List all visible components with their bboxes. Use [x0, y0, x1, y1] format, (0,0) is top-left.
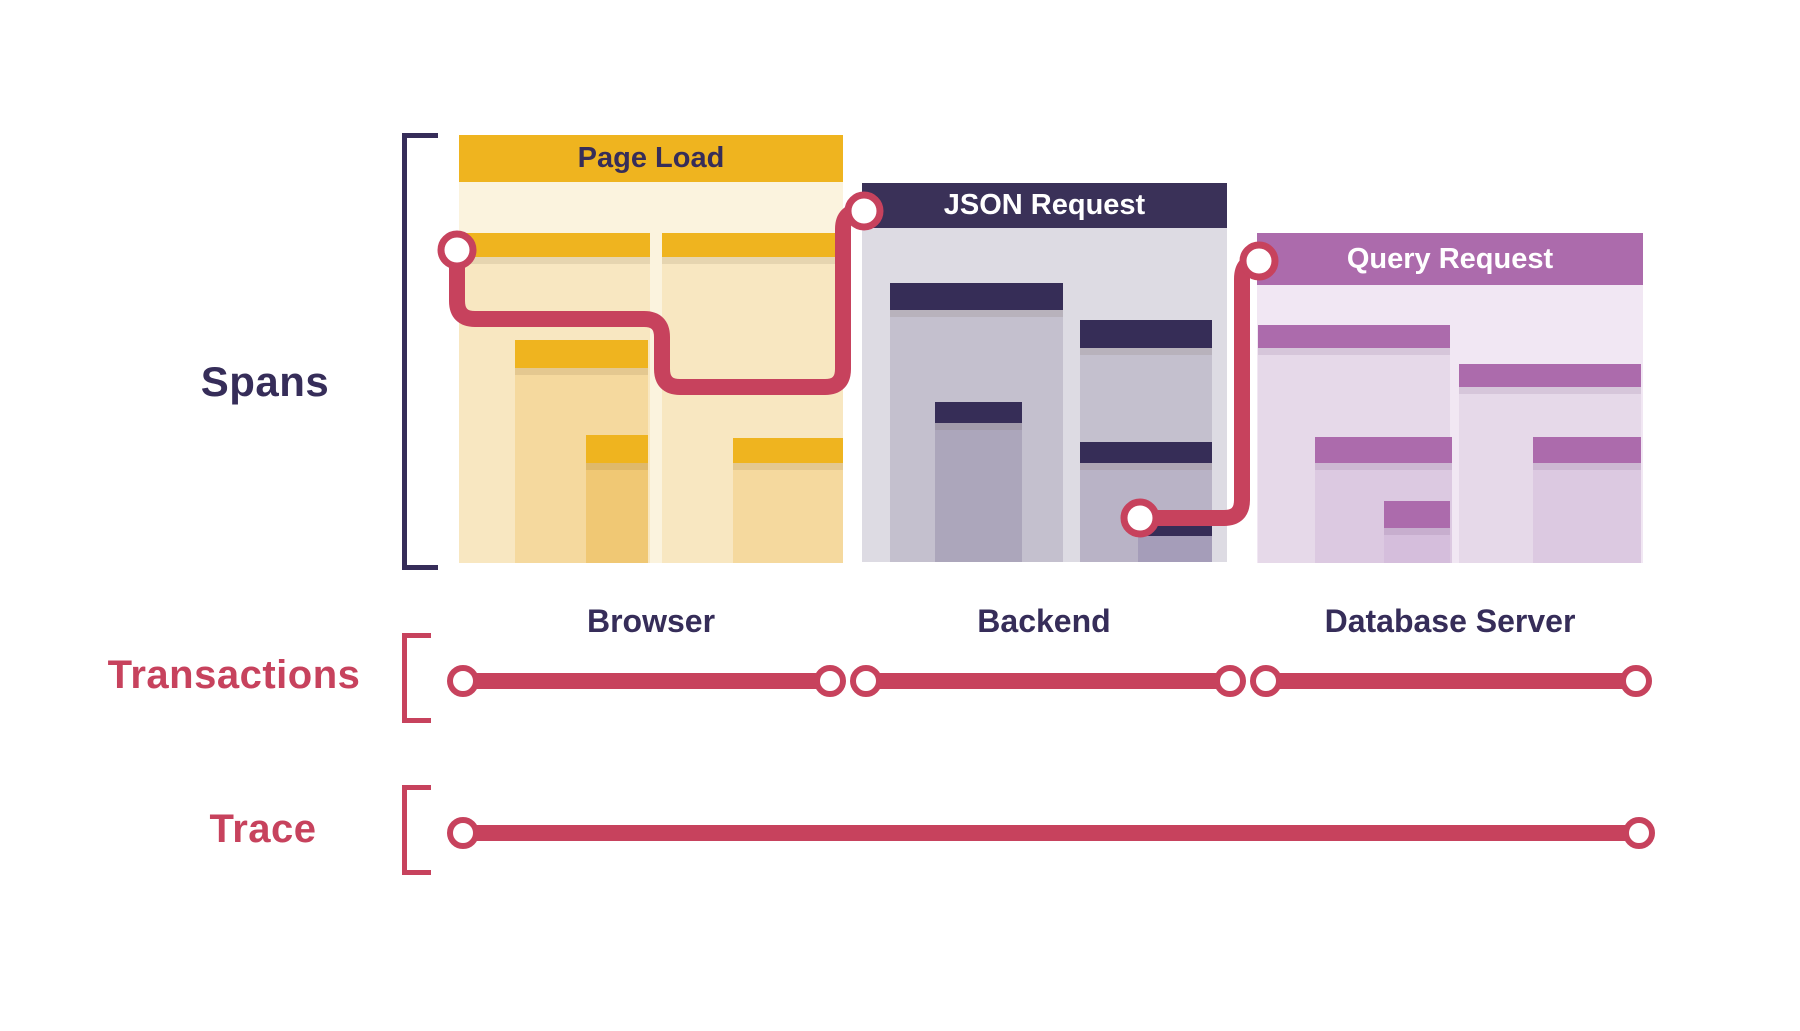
transactions-bracket — [402, 633, 431, 723]
query-request-node — [1239, 241, 1279, 281]
json-request-node — [844, 191, 884, 231]
transaction-endpoint — [814, 665, 846, 697]
span-bar — [1533, 437, 1641, 463]
span-bar — [1315, 437, 1452, 463]
spans-bracket — [402, 133, 438, 570]
trace-endpoint — [447, 817, 479, 849]
transactions-label: Transactions — [107, 653, 361, 697]
span-bar — [1258, 325, 1450, 348]
db-call-node — [1120, 498, 1160, 538]
span-body — [935, 423, 1022, 562]
transaction-endpoint — [850, 665, 882, 697]
spans-label: Spans — [200, 358, 330, 405]
trace-endpoint — [1623, 817, 1655, 849]
trace-path-browser — [449, 203, 864, 395]
span-bar — [1080, 442, 1212, 463]
span-bar — [1459, 364, 1641, 387]
queryrequest-card-header: Query Request — [1257, 233, 1643, 285]
backend-caption: Backend — [977, 603, 1111, 639]
browser-caption: Browser — [586, 603, 716, 639]
trace-path-backend — [1140, 253, 1260, 526]
trace-bracket — [402, 785, 431, 875]
pageload-card-header: Page Load — [459, 135, 843, 182]
span-bar — [890, 283, 1063, 310]
span-body — [1384, 528, 1450, 563]
span-bar — [459, 233, 650, 257]
jsonrequest-card-header: JSON Request — [862, 183, 1227, 228]
span-body — [1138, 536, 1212, 562]
trace-label: Trace — [209, 807, 317, 851]
span-bar — [586, 435, 648, 463]
transaction-endpoint — [1250, 665, 1282, 697]
span-bar — [733, 438, 843, 463]
span-bar — [1080, 320, 1212, 348]
transaction-endpoint — [447, 665, 479, 697]
span-bar — [935, 402, 1022, 423]
database-server-caption: Database Server — [1324, 603, 1576, 639]
transaction-endpoint — [1620, 665, 1652, 697]
span-body — [586, 463, 648, 563]
span-body — [1533, 463, 1641, 563]
transaction-endpoint — [1214, 665, 1246, 697]
span-body — [733, 463, 843, 563]
span-start-node — [437, 230, 477, 270]
span-bar — [1384, 501, 1450, 528]
span-bar — [515, 340, 648, 368]
span-bar — [662, 233, 843, 257]
